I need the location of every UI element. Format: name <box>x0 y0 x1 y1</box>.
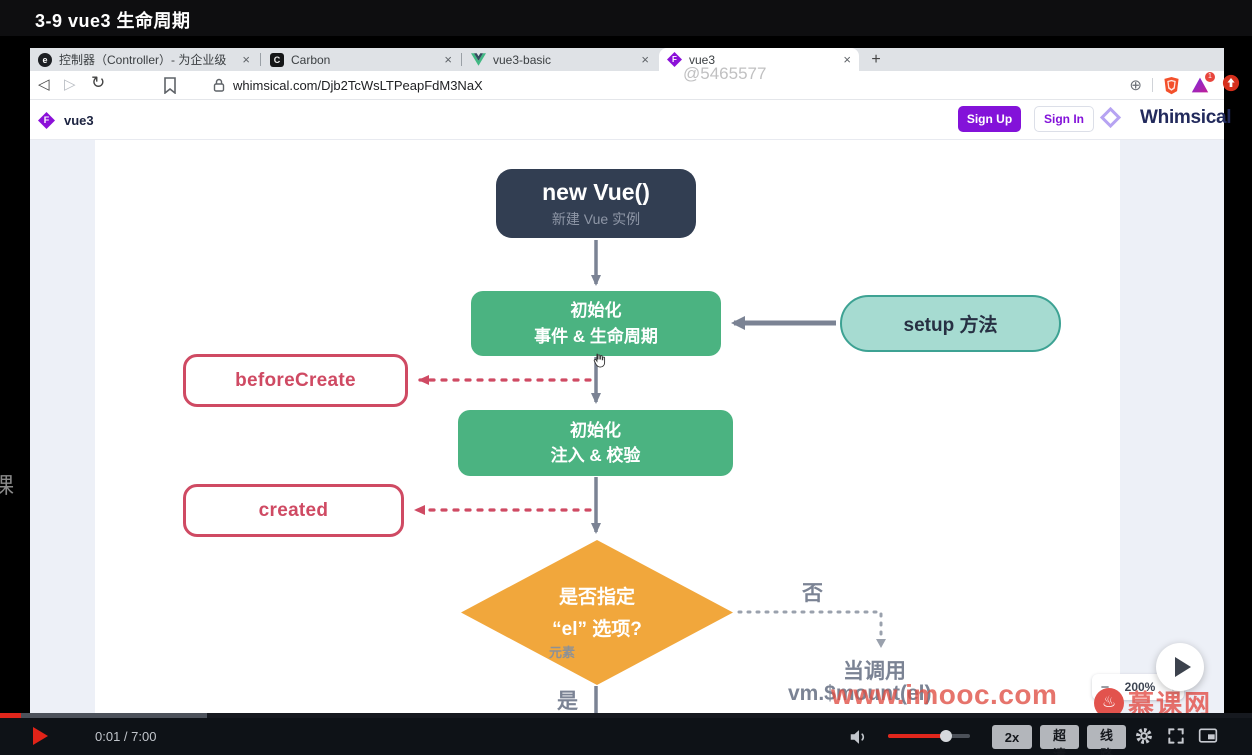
tab-label: vue3 <box>689 52 716 67</box>
label-yes: 是 <box>557 690 578 713</box>
brave-shield-icon[interactable] <box>1163 76 1180 95</box>
tab-vue3-active[interactable]: F vue3 × <box>659 48 859 71</box>
node-init-events[interactable]: 初始化 事件 & 生命周期 <box>471 291 721 356</box>
forward-button[interactable]: ▷ <box>64 76 76 93</box>
extension-badge: 1 <box>1205 72 1215 82</box>
toolbar-divider <box>1152 78 1153 92</box>
label-vm-mount: vm.$mount(el) <box>788 682 932 705</box>
toolbar-right-icons: ⊕ 1 <box>1129 72 1215 96</box>
decision-line1: 是否指定 <box>558 587 635 608</box>
carbon-favicon-icon: C <box>270 52 284 67</box>
browser-toolbar: ◁ ▷ ↻ whimsical.com/Djb2TcWsLTPeapFdM3Na… <box>30 71 1240 100</box>
tab-separator <box>461 53 462 66</box>
node-subtitle: 新建 Vue 实例 <box>551 210 641 227</box>
node-title: new Vue() <box>542 178 650 205</box>
left-edge-watermark: 课 <box>0 473 15 498</box>
hand-cursor-icon <box>593 353 606 368</box>
node-label: created <box>258 499 329 521</box>
zoom-page-icon[interactable]: ⊕ <box>1129 77 1142 94</box>
reload-button[interactable]: ↻ <box>91 73 106 92</box>
whimsical-wordmark: Whimsical <box>1140 107 1232 128</box>
node-init-injections[interactable]: 初始化 注入 & 校验 <box>458 410 733 476</box>
quality-button[interactable]: 超清 <box>1040 725 1079 755</box>
fullscreen-icon[interactable] <box>1166 726 1186 746</box>
address-bar[interactable]: whimsical.com/Djb2TcWsLTPeapFdM3NaX <box>213 74 483 96</box>
zoom-out-button[interactable]: − <box>1100 678 1110 696</box>
whimsical-diamond-icon <box>1099 106 1132 130</box>
tab-separator <box>260 53 261 66</box>
played-progress <box>0 713 21 718</box>
route-button[interactable]: 线路 <box>1087 725 1126 755</box>
tab-controller[interactable]: e 控制器（Controller）- 为企业级 × <box>30 48 258 71</box>
new-tab-button[interactable]: + <box>871 51 881 68</box>
url-text: whimsical.com/Djb2TcWsLTPeapFdM3NaX <box>233 77 483 93</box>
flame-icon: ♨ <box>1094 687 1124 718</box>
tab-close-icon[interactable]: × <box>843 52 851 67</box>
flowchart-canvas[interactable]: new Vue() 新建 Vue 实例 初始化 事件 & 生命周期 setup … <box>30 140 1224 713</box>
browser-update-icon[interactable] <box>1222 74 1240 92</box>
node-line: 初始化 <box>570 420 621 440</box>
tab-close-icon[interactable]: × <box>641 52 649 67</box>
bookmark-icon[interactable] <box>163 77 177 94</box>
whimsical-header: F vue3 Sign Up Sign In Whimsical <box>30 100 1232 140</box>
tab-label: 控制器（Controller）- 为企业级 <box>59 53 227 67</box>
player-controls: 0:01 / 7:00 2x 超清 线路 <box>0 718 1252 755</box>
back-button[interactable]: ◁ <box>38 76 50 93</box>
whimsical-favicon-icon: F <box>667 52 682 67</box>
node-line: 初始化 <box>570 301 622 320</box>
time-display: 0:01 / 7:00 <box>95 729 157 744</box>
speed-button[interactable]: 2x <box>992 725 1032 749</box>
tab-label: vue3-basic <box>493 52 552 67</box>
pip-icon[interactable] <box>1198 726 1218 746</box>
decision-line2: “el” 选项? <box>552 619 642 640</box>
browser-window: e 控制器（Controller）- 为企业级 × C Carbon × vue… <box>30 48 1240 713</box>
play-icon <box>1174 657 1191 677</box>
vue-logo-icon <box>471 53 486 66</box>
play-button[interactable] <box>33 727 48 745</box>
node-setup[interactable]: setup 方法 <box>840 295 1061 352</box>
volume-icon[interactable] <box>848 726 870 748</box>
node-created[interactable]: created <box>183 484 404 537</box>
document-title-group: F vue3 <box>38 112 94 129</box>
settings-gear-icon[interactable] <box>1134 726 1154 746</box>
sign-in-button[interactable]: Sign In <box>1034 106 1094 132</box>
tab-vue3-basic[interactable]: vue3-basic × <box>463 48 657 71</box>
watermark-handle: @5465577 <box>683 64 767 83</box>
adblock-extension-icon[interactable]: 1 <box>1190 72 1215 94</box>
node-label: setup 方法 <box>903 315 998 336</box>
controller-favicon-icon: e <box>38 52 52 67</box>
volume-fill <box>888 734 945 738</box>
decision-note: 元素 <box>549 645 576 660</box>
zoom-level: 200% <box>1124 680 1156 694</box>
tab-bar: e 控制器（Controller）- 为企业级 × C Carbon × vue… <box>30 48 1224 71</box>
tab-carbon[interactable]: C Carbon × <box>262 48 460 71</box>
seek-bar[interactable] <box>0 713 1252 718</box>
video-title: 3-9 vue3 生命周期 <box>35 11 191 31</box>
node-new-vue[interactable]: new Vue() 新建 Vue 实例 <box>496 169 696 238</box>
doc-type-icon: F <box>38 112 55 129</box>
tab-close-icon[interactable]: × <box>242 52 250 67</box>
node-label: beforeCreate <box>235 369 356 391</box>
node-line: 事件 & 生命周期 <box>534 326 658 346</box>
watermark-site: www.imooc.com <box>831 679 1058 710</box>
video-title-bar: 3-9 vue3 生命周期 <box>0 0 1252 36</box>
volume-slider[interactable] <box>888 730 970 742</box>
tab-close-icon[interactable]: × <box>444 52 452 67</box>
volume-knob[interactable] <box>940 730 952 742</box>
big-play-button[interactable] <box>1156 643 1204 691</box>
whimsical-logo[interactable]: Whimsical <box>1099 106 1232 130</box>
tab-label: Carbon <box>291 52 331 67</box>
label-no: 否 <box>802 582 823 605</box>
sign-up-button[interactable]: Sign Up <box>958 106 1021 132</box>
node-line: 注入 & 校验 <box>550 446 641 465</box>
label-when-call: 当调用 <box>843 660 906 683</box>
node-before-create[interactable]: beforeCreate <box>183 354 408 407</box>
lock-icon <box>213 78 225 92</box>
doc-title: vue3 <box>64 113 94 128</box>
buffered-progress <box>0 713 207 718</box>
